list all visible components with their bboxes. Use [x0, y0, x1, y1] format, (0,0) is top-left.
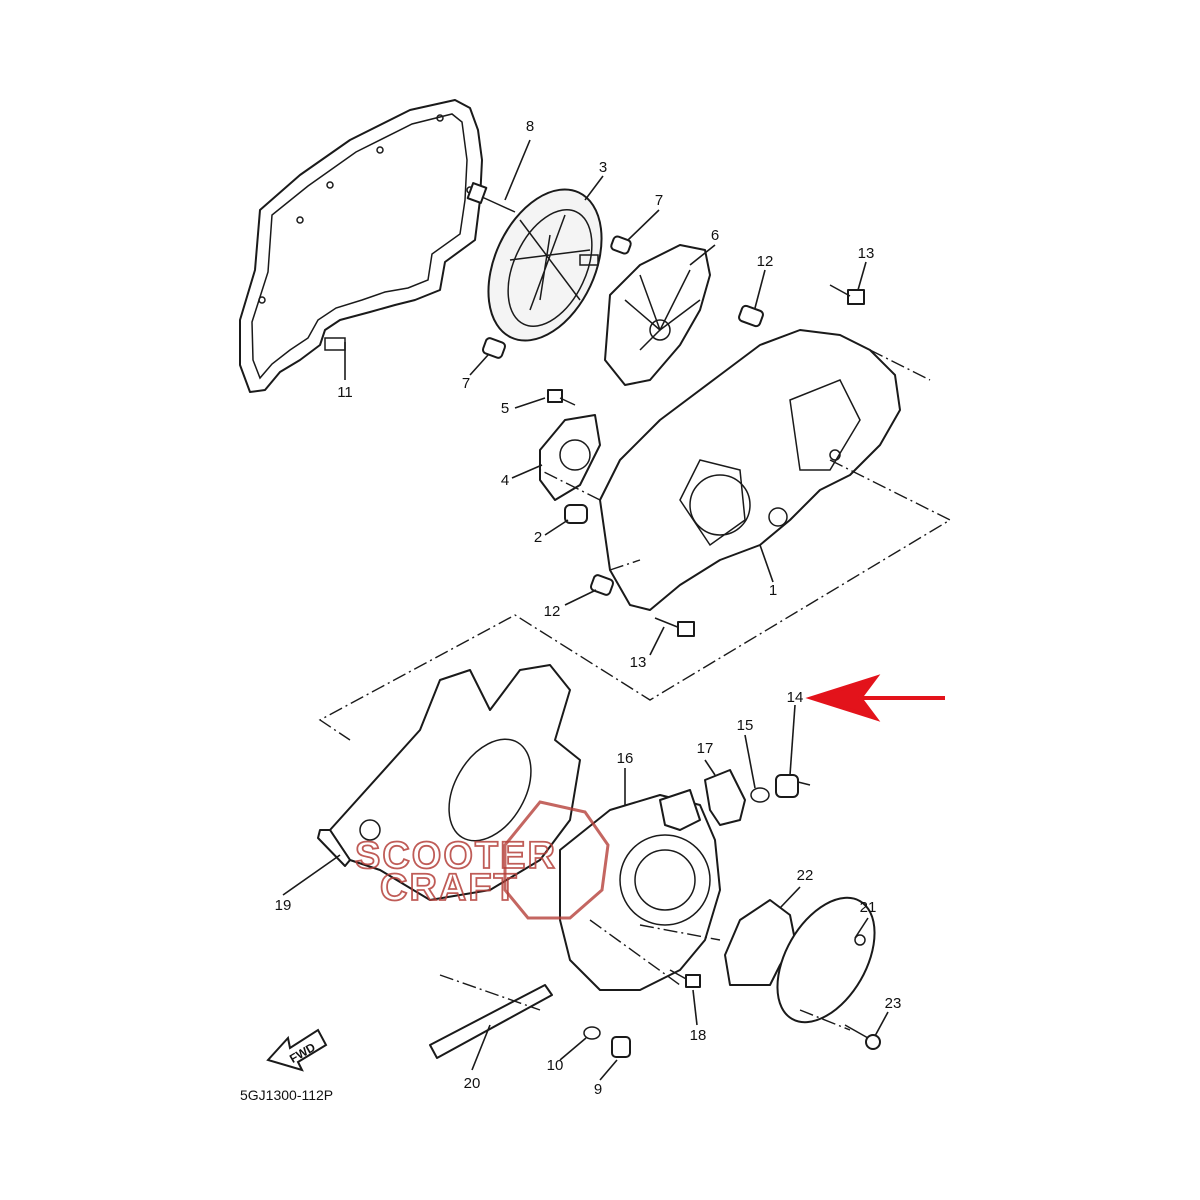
part-17-bracket — [704, 769, 746, 826]
callout-22: 22 — [797, 867, 814, 884]
callout-15: 15 — [737, 717, 754, 734]
callout-17: 17 — [697, 740, 714, 757]
callout-20: 20 — [464, 1075, 481, 1092]
callout-3: 3 — [599, 159, 607, 176]
diagram-code: 5GJ1300-112P — [240, 1087, 333, 1103]
callout-labels: 1 2 3 4 5 6 7 7 8 9 10 11 12 12 13 13 14… — [275, 118, 902, 1098]
callout-12-upper: 12 — [757, 253, 774, 270]
callout-7-lower: 7 — [462, 375, 470, 392]
callout-11: 11 — [337, 384, 353, 401]
part-10-o-ring — [583, 1026, 601, 1040]
part-9-plug — [611, 1036, 631, 1058]
part-7-dowel-upper — [610, 235, 632, 255]
part-23-screw — [844, 1024, 881, 1050]
callout-14: 14 — [787, 689, 804, 706]
callout-6: 6 — [711, 227, 719, 244]
callout-9: 9 — [594, 1081, 602, 1098]
part-7-dowel-lower — [481, 337, 507, 359]
callout-10: 10 — [547, 1057, 564, 1074]
part-1-crankcase-cover — [599, 329, 901, 611]
part-15-o-ring — [750, 787, 770, 803]
callout-12-lower: 12 — [544, 603, 561, 620]
callout-7-upper: 7 — [655, 192, 663, 209]
scooter-craft-watermark: SCOOTER CRAFT — [354, 800, 610, 920]
part-21-cover — [776, 896, 876, 1024]
fwd-arrow-icon: FWD — [266, 1028, 328, 1072]
assembly-frame-lower — [439, 919, 851, 1031]
part-19-duct — [317, 664, 581, 901]
part-13-bolt-lower — [654, 617, 695, 637]
part-18-bolt — [669, 969, 701, 988]
highlight-arrow — [805, 674, 945, 722]
callout-23: 23 — [885, 995, 902, 1012]
part-13-bolt-upper — [829, 284, 865, 305]
callout-8: 8 — [526, 118, 534, 135]
watermark-line2: CRAFT — [380, 867, 519, 909]
part-12-dowel-upper — [738, 304, 764, 328]
callout-4: 4 — [501, 472, 509, 489]
part-2-bush — [564, 504, 588, 524]
callout-1: 1 — [769, 582, 777, 599]
callout-19: 19 — [275, 897, 292, 914]
part-8-bolt — [466, 182, 516, 213]
callout-2: 2 — [534, 529, 542, 546]
part-6-gasket — [604, 244, 711, 386]
part-3-cover — [487, 188, 603, 342]
part-14-plug — [775, 774, 811, 798]
callout-18: 18 — [690, 1027, 707, 1044]
callout-21: 21 — [860, 899, 877, 916]
callout-5: 5 — [501, 400, 509, 417]
assembly-frame-upper — [318, 349, 952, 741]
callout-16: 16 — [617, 750, 634, 767]
part-12-dowel-lower — [589, 574, 615, 596]
watermark-line1: SCOOTER — [355, 835, 557, 877]
callout-13-lower: 13 — [630, 654, 647, 671]
callout-13-upper: 13 — [858, 245, 875, 262]
part-5-bolt — [547, 389, 576, 406]
part-4-plate — [539, 414, 601, 501]
part-11-gasket — [239, 99, 483, 393]
part-20-seal — [429, 984, 553, 1059]
part-16-cover — [559, 789, 721, 991]
leader-lines — [282, 139, 889, 1081]
